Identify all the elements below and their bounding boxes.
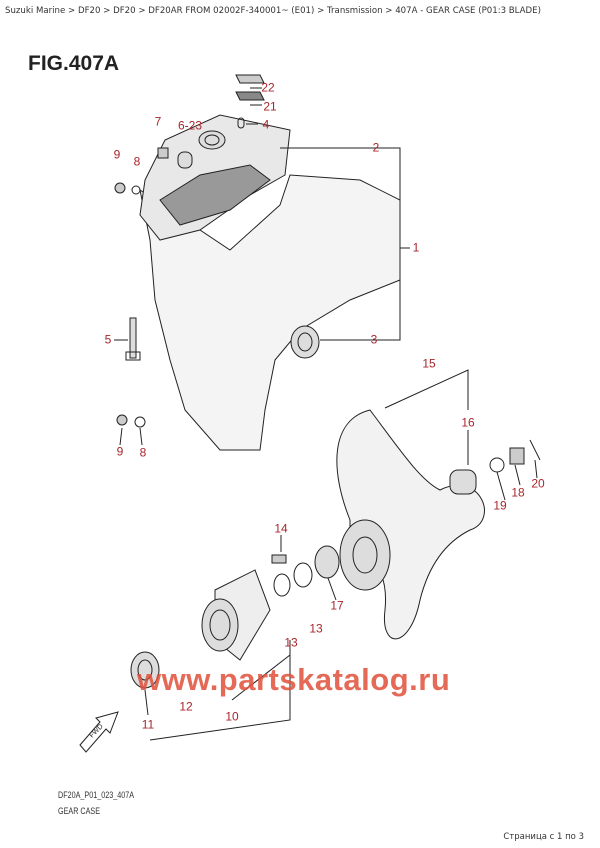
callout-8b[interactable]: 8 — [139, 445, 147, 460]
callout-7[interactable]: 7 — [154, 114, 162, 129]
propeller — [336, 409, 485, 640]
callout-5[interactable]: 5 — [104, 332, 112, 347]
o-ring-13b — [273, 573, 291, 597]
callout-13a[interactable]: 13 — [309, 621, 323, 636]
callout-14[interactable]: 14 — [274, 521, 288, 536]
callout-16[interactable]: 16 — [461, 415, 475, 430]
callout-4[interactable]: 4 — [262, 117, 270, 132]
cotter-pin-20 — [529, 439, 541, 461]
pin — [237, 117, 245, 129]
watermark: www.partskatalog.ru — [137, 662, 451, 697]
fwd-arrow-icon — [79, 711, 119, 753]
callout-19[interactable]: 19 — [493, 498, 507, 513]
breadcrumb[interactable]: Suzuki Marine > DF20 > DF20 > DF20AR FRO… — [5, 6, 541, 16]
spacer-16 — [449, 469, 477, 495]
nut-18 — [509, 447, 525, 465]
figure-title: FIG.407A — [28, 52, 120, 75]
callout-12[interactable]: 12 — [179, 699, 193, 714]
seal-11 — [130, 651, 160, 689]
callout-20[interactable]: 20 — [531, 476, 545, 491]
oil-seal-3 — [290, 325, 320, 359]
callout-2[interactable]: 2 — [372, 140, 380, 155]
washer-19 — [489, 457, 505, 473]
callout-18[interactable]: 18 — [511, 485, 525, 500]
gear-case-housing — [139, 174, 401, 451]
callout-9[interactable]: 9 — [113, 147, 121, 162]
ring-17 — [314, 545, 340, 579]
caption: GEAR CASE — [58, 806, 101, 816]
top-bearing — [198, 130, 226, 150]
bushing — [177, 151, 193, 169]
bolt-5 — [129, 317, 137, 359]
callout-22[interactable]: 22 — [261, 80, 275, 95]
callout-9b[interactable]: 9 — [116, 444, 124, 459]
drawing-code: DF20A_P01_023_407A — [58, 790, 135, 800]
gasket-8-lower — [134, 416, 146, 428]
callout-1[interactable]: 1 — [412, 240, 420, 255]
plug-9-lower — [116, 414, 128, 426]
pagination: Страница с 1 по 3 — [503, 832, 584, 842]
shim-22 — [235, 74, 265, 84]
leader-lines — [114, 87, 538, 741]
bolt-7 — [157, 147, 169, 159]
callout-13b[interactable]: 13 — [284, 635, 298, 650]
callout-6-23[interactable]: 6-23 — [177, 118, 203, 133]
shim-21 — [235, 91, 265, 101]
callout-21[interactable]: 21 — [263, 99, 277, 114]
callout-11[interactable]: 11 — [141, 717, 155, 732]
o-ring-13a — [293, 562, 313, 588]
plug-9-upper — [114, 182, 126, 194]
callout-8[interactable]: 8 — [133, 154, 141, 169]
gasket-8-upper — [131, 185, 141, 195]
bolt-14 — [271, 554, 287, 564]
gear-case-recess — [159, 164, 271, 226]
callout-15[interactable]: 15 — [422, 356, 436, 371]
callout-10[interactable]: 10 — [225, 709, 239, 724]
callout-17[interactable]: 17 — [330, 598, 344, 613]
callout-3[interactable]: 3 — [370, 332, 378, 347]
